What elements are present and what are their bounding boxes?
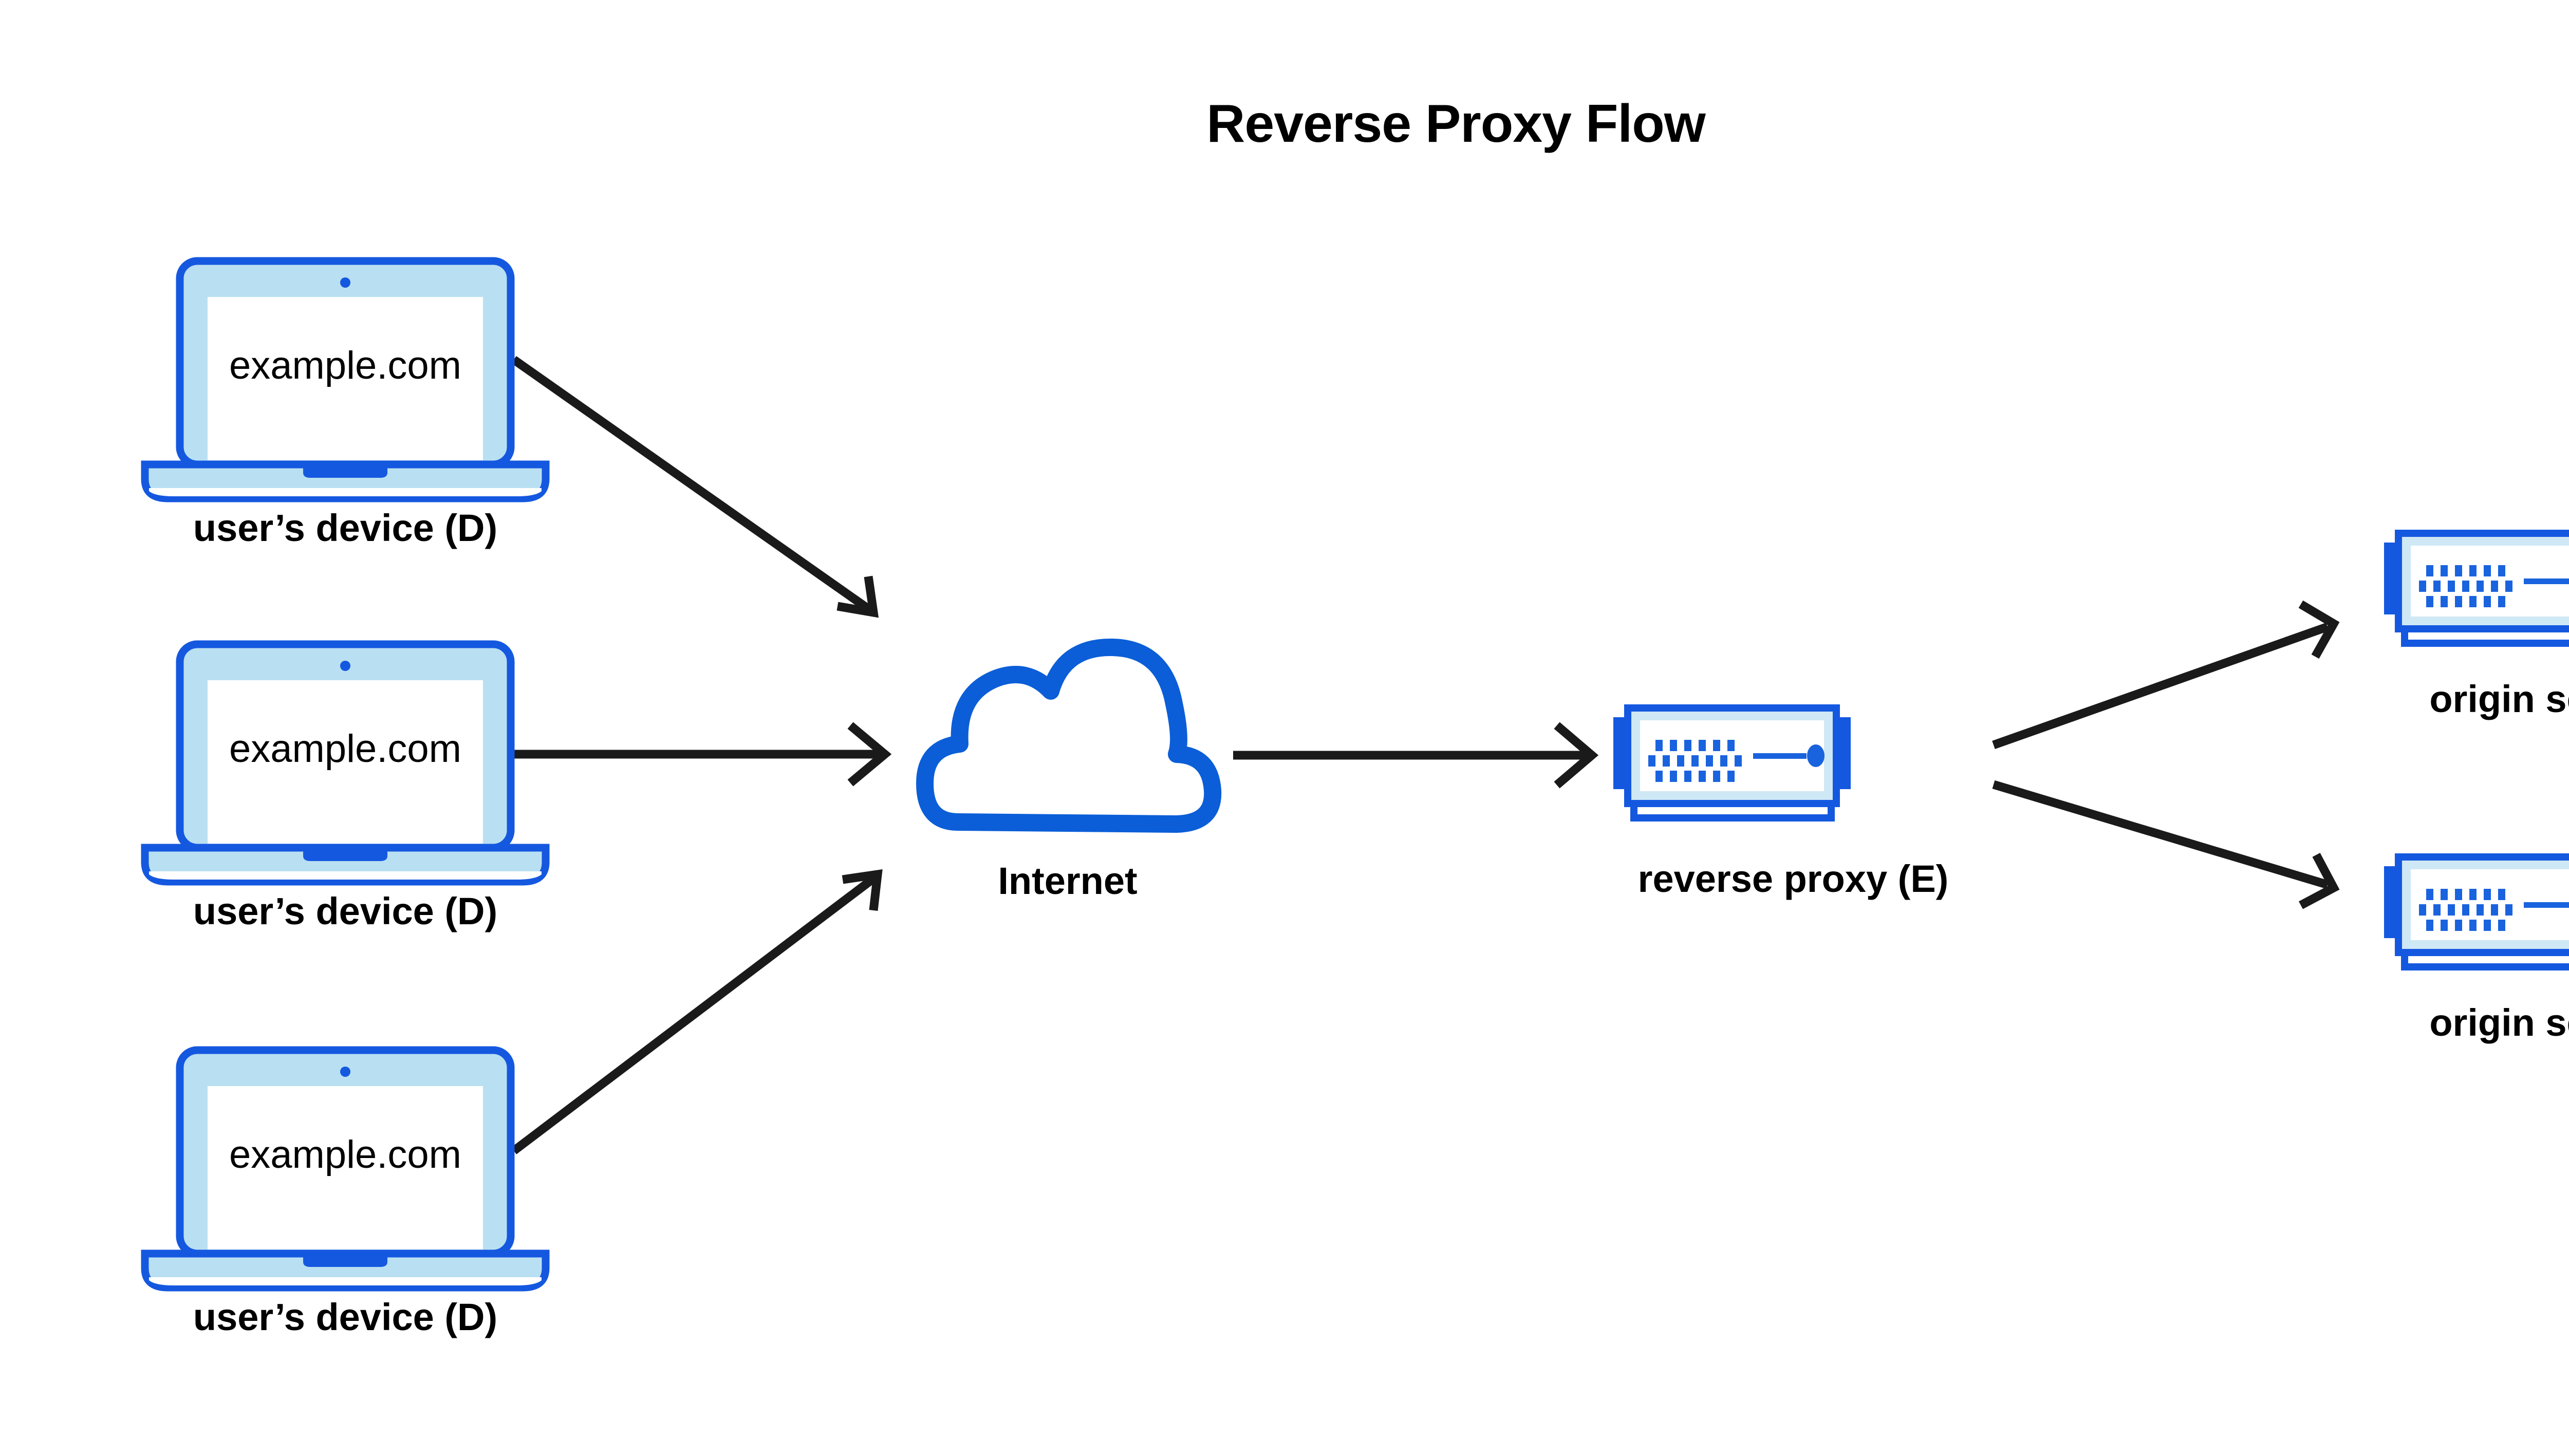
- cloud-icon: [916, 638, 1222, 833]
- device-label: user’s device (D): [193, 890, 498, 932]
- device-label: user’s device (D): [193, 507, 498, 549]
- device-screen-text: example.com: [229, 344, 461, 387]
- arrow-proxy-to-origin1: [1992, 600, 2340, 750]
- server-icon: [2384, 533, 2569, 643]
- arrow-proxy-to-origin2: [1992, 780, 2340, 909]
- device-screen-text: example.com: [229, 1133, 461, 1177]
- page-title: Reverse Proxy Flow: [1206, 94, 1705, 154]
- origin-server-label: origin server (F): [2429, 678, 2569, 720]
- server-icon: [2384, 857, 2569, 967]
- device-label: user’s device (D): [193, 1296, 498, 1338]
- origin-server-label: origin server (F): [2429, 1001, 2569, 1044]
- arrow-internet-to-proxy: [1233, 722, 1599, 789]
- reverse-proxy-label: reverse proxy (E): [1637, 857, 1949, 900]
- server-icon: [1613, 708, 1851, 818]
- arrow-device3-to-internet: [511, 869, 883, 1154]
- arrow-device2-to-internet: [514, 722, 892, 787]
- arrow-device1-to-internet: [511, 356, 879, 618]
- internet-label: Internet: [998, 860, 1138, 902]
- device-screen-text: example.com: [229, 727, 461, 771]
